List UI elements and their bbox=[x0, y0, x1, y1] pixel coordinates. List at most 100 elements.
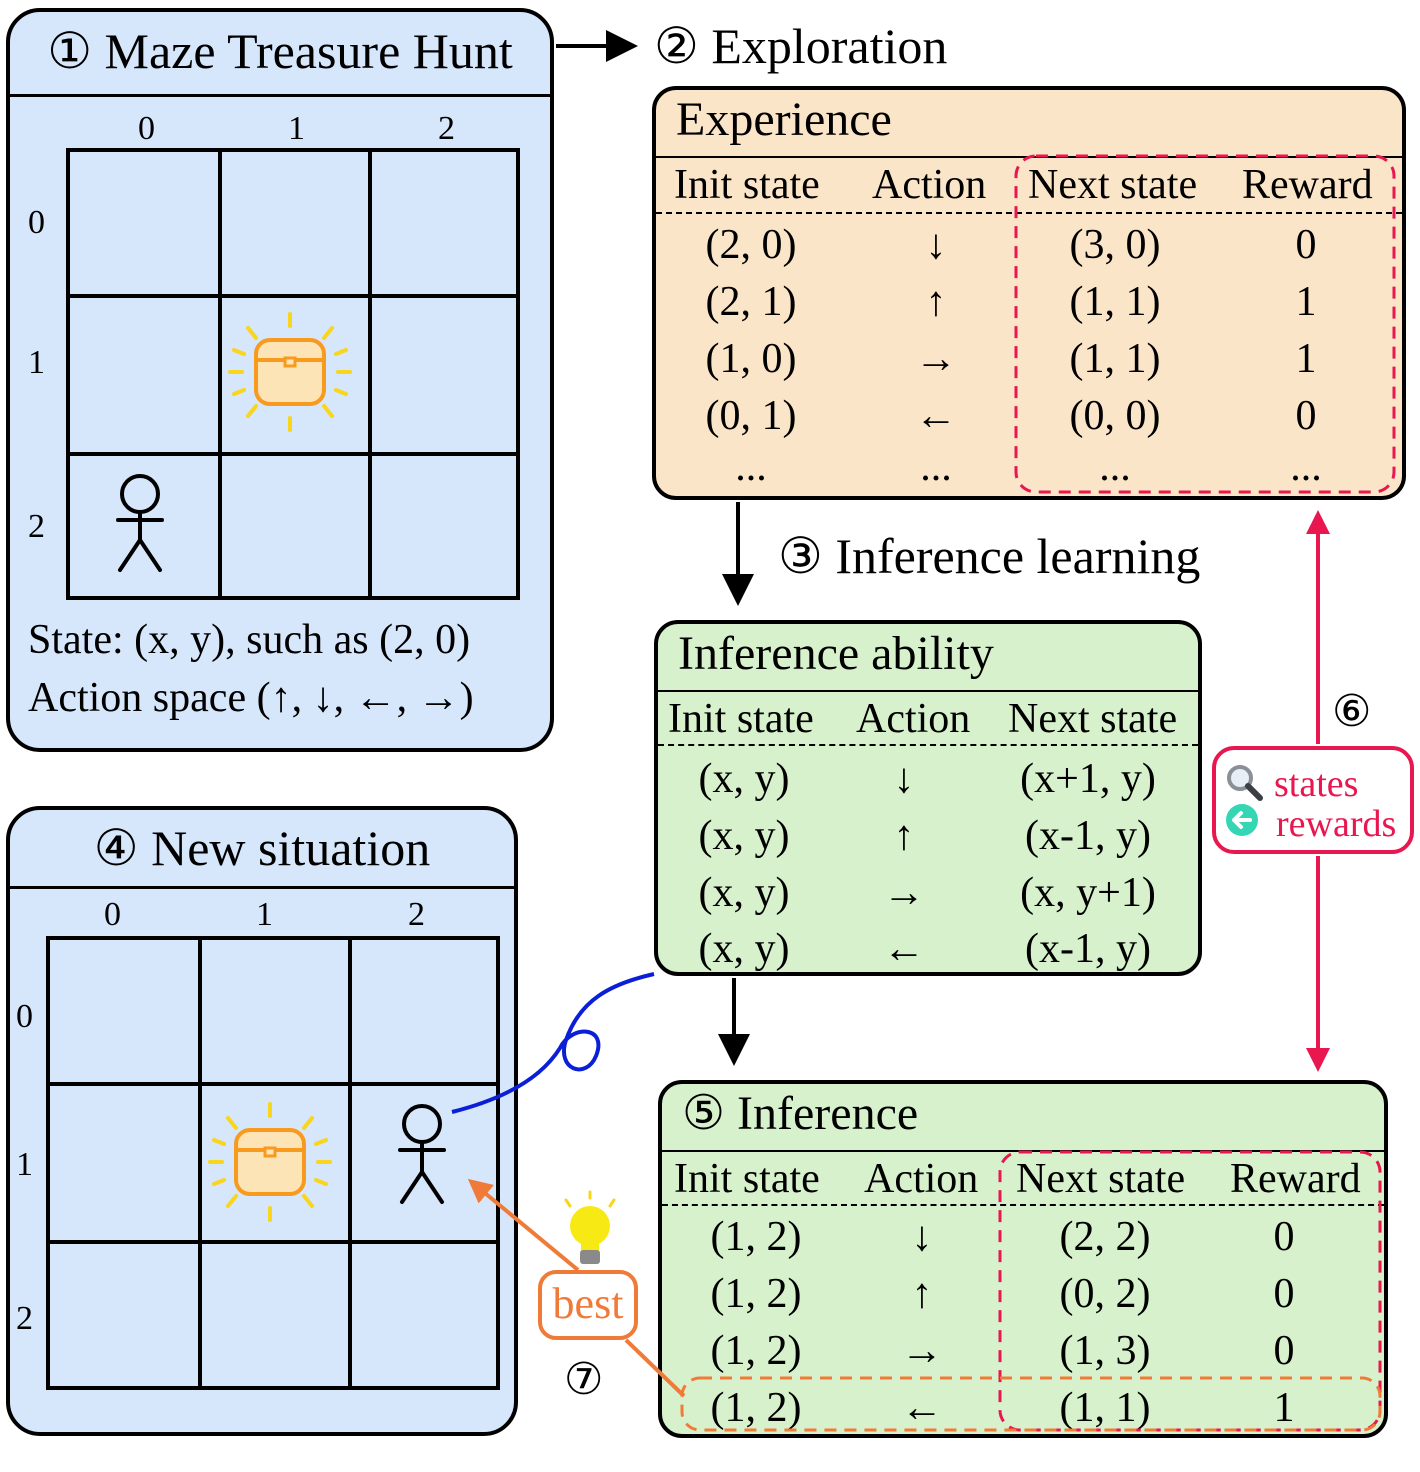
experience-header-init: Init state bbox=[674, 162, 820, 208]
inference-cell: (0, 2) bbox=[1059, 1271, 1151, 1317]
experience-cell: ← bbox=[915, 393, 957, 439]
inference-ability-cell: (x, y) bbox=[698, 870, 790, 916]
experience-cell: (3, 0) bbox=[1069, 222, 1161, 268]
agent-stick-figure-icon bbox=[398, 1104, 446, 1204]
arrow-to-agent bbox=[467, 1178, 580, 1272]
inference-cell: ↑ bbox=[911, 1271, 933, 1317]
inference-cell: 0 bbox=[1273, 1214, 1295, 1260]
experience-header-action: Action bbox=[872, 162, 987, 208]
inference-cell: ↓ bbox=[911, 1214, 933, 1260]
inference-cell: 0 bbox=[1273, 1271, 1295, 1317]
experience-cell: (1, 1) bbox=[1069, 336, 1161, 382]
experience-header-reward: Reward bbox=[1242, 162, 1373, 208]
inference-cell: (2, 2) bbox=[1059, 1214, 1151, 1260]
experience-table: Experience Init state Action Next state … bbox=[652, 86, 1406, 500]
row-label-1: 1 bbox=[16, 1146, 33, 1183]
inference-cell: → bbox=[901, 1328, 943, 1374]
inference-ability-cell: ↓ bbox=[893, 756, 915, 802]
experience-title: Experience bbox=[676, 93, 892, 146]
maze-panel: ① Maze Treasure Hunt 0 1 2 0 1 2 State: … bbox=[6, 8, 554, 752]
experience-cell: (1, 0) bbox=[705, 336, 797, 382]
inference-ability-cell: (x-1, y) bbox=[1025, 926, 1151, 972]
inference-ability-header-action: Action bbox=[856, 696, 971, 742]
exploration-label: ② Exploration bbox=[654, 18, 948, 74]
state-description: State: (x, y), such as (2, 0) bbox=[28, 617, 471, 663]
new-situation-title: ④ New situation bbox=[10, 810, 514, 889]
new-situation-panel: ④ New situation 0 1 2 0 1 2 bbox=[6, 806, 518, 1436]
inference-cell: ← bbox=[901, 1385, 943, 1431]
experience-header-divider bbox=[656, 212, 1402, 214]
experience-cell: (2, 0) bbox=[705, 222, 797, 268]
experience-ellipsis: ... bbox=[1290, 444, 1322, 490]
inference-header-action: Action bbox=[864, 1156, 979, 1202]
inference-ability-header-init: Init state bbox=[668, 696, 814, 742]
col-label-2: 2 bbox=[408, 896, 425, 933]
experience-cell: 1 bbox=[1295, 336, 1317, 382]
inference-ability-cell: (x, y) bbox=[698, 926, 790, 972]
experience-header-next: Next state bbox=[1028, 162, 1198, 208]
lightbulb-icon bbox=[564, 1190, 616, 1264]
experience-cell: 0 bbox=[1295, 393, 1317, 439]
col-label-0: 0 bbox=[138, 110, 155, 147]
maze-panel-title: ① Maze Treasure Hunt bbox=[10, 12, 550, 97]
step6-number: ⑥ bbox=[1332, 687, 1372, 736]
inference-ability-title: Inference ability bbox=[678, 627, 994, 680]
treasure-chest-icon bbox=[208, 1102, 332, 1222]
row-label-2: 2 bbox=[16, 1300, 33, 1337]
experience-cell: 1 bbox=[1295, 279, 1317, 325]
experience-highlight bbox=[1014, 154, 1396, 494]
inference-cell: 1 bbox=[1273, 1385, 1295, 1431]
inference-ability-cell: ← bbox=[883, 926, 925, 972]
back-arrow-icon bbox=[1226, 804, 1258, 836]
inference-cell: (1, 3) bbox=[1059, 1328, 1151, 1374]
inference-header-divider bbox=[662, 1204, 1384, 1206]
treasure-chest-icon bbox=[228, 312, 352, 432]
inference-ability-header-next: Next state bbox=[1008, 696, 1178, 742]
inference-ability-table: Inference ability Init state Action Next… bbox=[654, 620, 1202, 976]
col-label-1: 1 bbox=[256, 896, 273, 933]
inference-cell: (1, 2) bbox=[710, 1214, 802, 1260]
experience-ellipsis: ... bbox=[735, 444, 767, 490]
inference-ability-cell: ↑ bbox=[893, 813, 915, 859]
agent-link-curve bbox=[451, 972, 655, 1114]
experience-cell: 0 bbox=[1295, 222, 1317, 268]
inference-header-reward: Reward bbox=[1230, 1156, 1361, 1202]
inference-cell: (1, 1) bbox=[1059, 1385, 1151, 1431]
experience-cell: ↓ bbox=[925, 222, 947, 268]
search-icon bbox=[1227, 765, 1263, 801]
experience-ellipsis: ... bbox=[920, 444, 952, 490]
experience-cell: (0, 0) bbox=[1069, 393, 1161, 439]
col-label-0: 0 bbox=[104, 896, 121, 933]
inference-header-init: Init state bbox=[674, 1156, 820, 1202]
experience-cell: (2, 1) bbox=[705, 279, 797, 325]
experience-cell: ↑ bbox=[925, 279, 947, 325]
experience-cell: (1, 1) bbox=[1069, 279, 1161, 325]
row-label-0: 0 bbox=[28, 204, 45, 241]
inference-cell: (1, 2) bbox=[710, 1271, 802, 1317]
best-row-highlight bbox=[680, 1376, 1382, 1432]
inference-ability-header-divider bbox=[658, 744, 1198, 746]
best-connector bbox=[624, 1338, 686, 1398]
row-label-1: 1 bbox=[28, 344, 45, 381]
inference-ability-cell: → bbox=[883, 870, 925, 916]
inference-learning-label: ③ Inference learning bbox=[778, 528, 1201, 584]
row-label-2: 2 bbox=[28, 508, 45, 545]
inference-ability-cell: (x, y) bbox=[698, 756, 790, 802]
inference-ability-cell: (x+1, y) bbox=[1020, 756, 1156, 802]
inference-ability-title-divider bbox=[658, 690, 1198, 692]
inference-highlight bbox=[998, 1150, 1382, 1432]
experience-cell: (0, 1) bbox=[705, 393, 797, 439]
inference-ability-cell: (x, y) bbox=[698, 813, 790, 859]
action-space-description: Action space (↑, ↓, ←, →) bbox=[28, 675, 474, 721]
inference-ability-cell: (x, y+1) bbox=[1020, 870, 1156, 916]
experience-ellipsis: ... bbox=[1099, 444, 1131, 490]
experience-cell: → bbox=[915, 336, 957, 382]
col-label-1: 1 bbox=[288, 110, 305, 147]
step7-number: ⑦ bbox=[564, 1355, 604, 1404]
inference-title: ⑤ Inference bbox=[682, 1087, 919, 1140]
agent-stick-figure-icon bbox=[116, 474, 164, 572]
best-box: best bbox=[538, 1270, 638, 1340]
row-label-0: 0 bbox=[16, 998, 33, 1035]
inference-cell: (1, 2) bbox=[710, 1328, 802, 1374]
